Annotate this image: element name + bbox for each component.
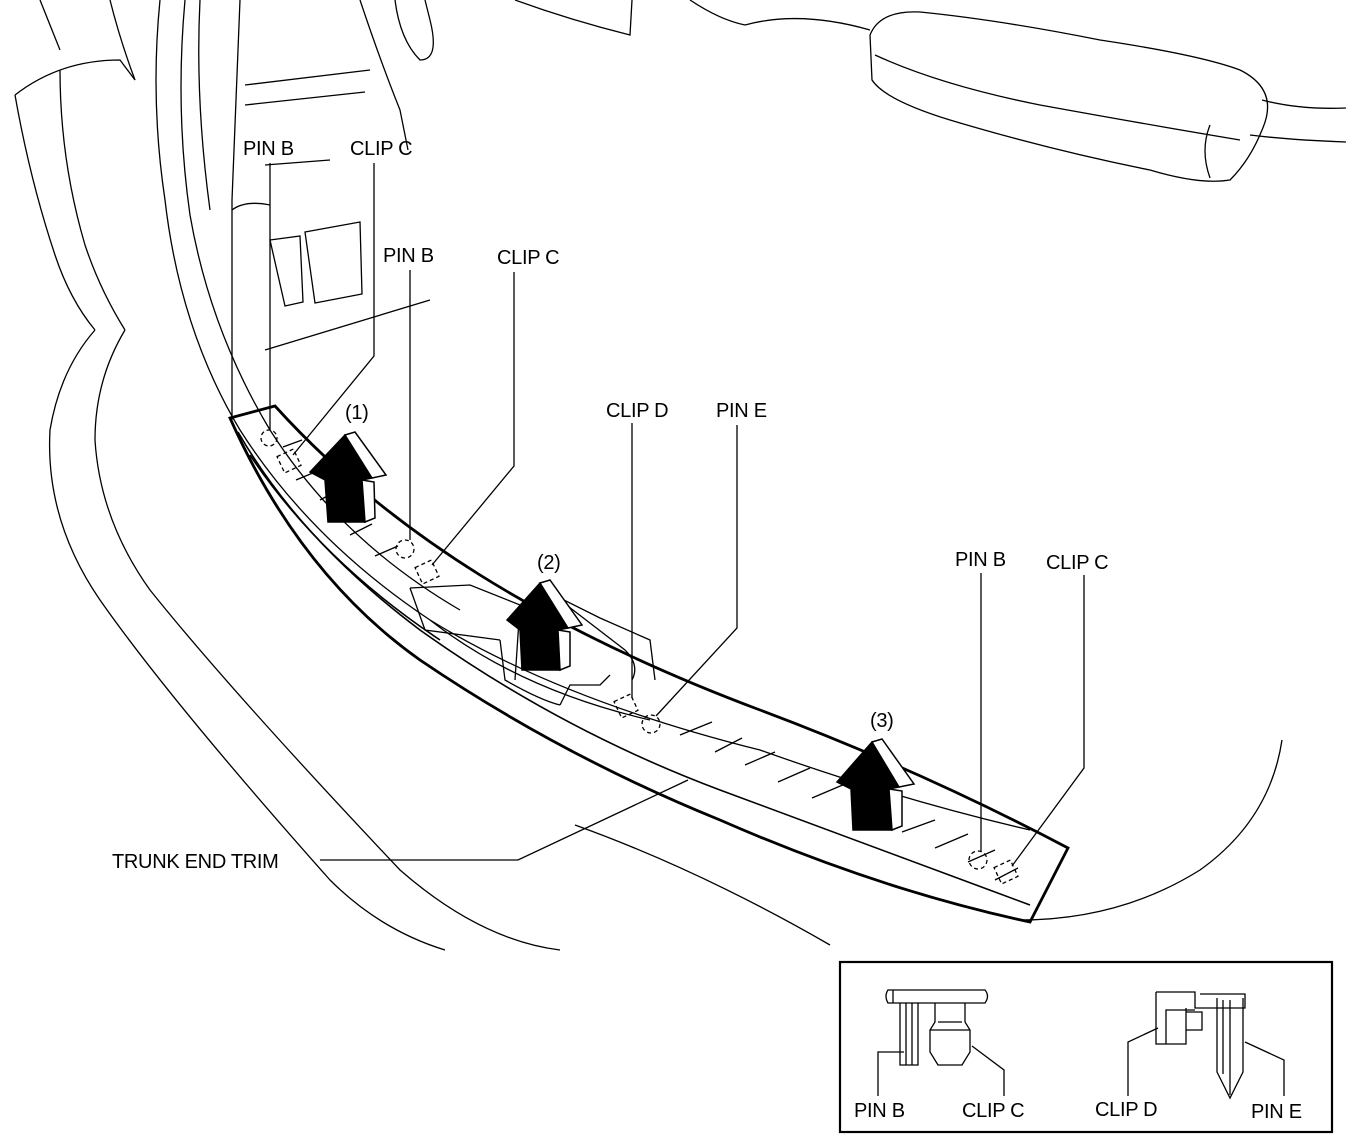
label-pin-e: PIN E: [716, 400, 767, 422]
label-step-3: (3): [870, 710, 894, 732]
pin-b-location-2: [395, 539, 415, 559]
label-clip-c-2: CLIP C: [497, 247, 559, 269]
pin-b-clip-c-detail: [877, 989, 1005, 1096]
fastener-detail-inset: PIN B CLIP C CLIP D PIN E: [838, 960, 1334, 1134]
label-clip-d: CLIP D: [606, 400, 668, 422]
pin-e-location: [641, 714, 661, 734]
clip-d-pin-e-detail: [1127, 991, 1285, 1100]
clip-c-location-3: [993, 859, 1019, 885]
clip-c-location-2: [414, 559, 440, 585]
label-pin-b-1: PIN B: [243, 138, 294, 160]
label-clip-c-1: CLIP C: [350, 138, 412, 160]
label-pin-b-2: PIN B: [383, 245, 434, 267]
fastener-locations: [260, 429, 1019, 885]
inset-label-clip-d: CLIP D: [1095, 1099, 1157, 1121]
label-clip-c-3: CLIP C: [1046, 552, 1108, 574]
inset-label-pin-e: PIN E: [1251, 1101, 1302, 1123]
label-step-2: (2): [537, 552, 561, 574]
leader-lines: [269, 163, 1085, 867]
removal-arrow-1: [308, 431, 388, 524]
inset-label-pin-b: PIN B: [854, 1100, 905, 1122]
vehicle-body-outline: [14, 0, 1346, 951]
pin-b-location-3: [968, 850, 988, 870]
pin-b-location-1: [260, 429, 278, 447]
clip-d-location: [613, 693, 639, 719]
inset-label-clip-c: CLIP C: [962, 1100, 1024, 1122]
removal-arrow-3: [835, 738, 916, 832]
clip-c-location-1: [276, 448, 302, 474]
label-pin-b-3: PIN B: [955, 549, 1006, 571]
removal-arrow-2: [505, 579, 584, 672]
label-step-1: (1): [345, 402, 369, 424]
label-trunk-end-trim: TRUNK END TRIM: [112, 851, 279, 873]
callout-labels: PIN B CLIP C PIN B CLIP C (1) (2) (3) CL…: [112, 138, 1109, 873]
